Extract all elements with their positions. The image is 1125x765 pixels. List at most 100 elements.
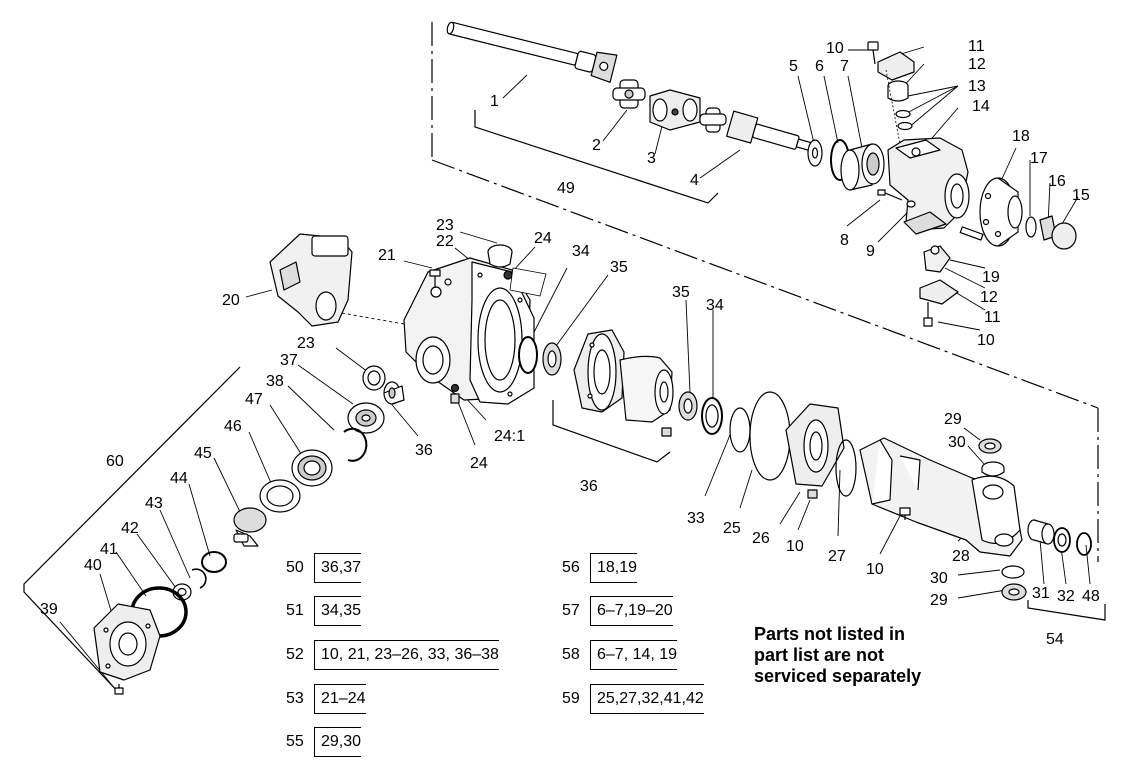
leader-lines: [59, 46, 1091, 691]
callout-label: 1: [490, 93, 499, 110]
part-axle-tube-28: [859, 437, 1023, 557]
part-cap-11-top: [877, 51, 915, 81]
part-bolt-21: [429, 269, 441, 288]
part-stub-shaft-4: [726, 110, 813, 152]
part-seal-44: [201, 551, 227, 573]
part-stud-19: [959, 226, 984, 241]
kit-row: 57 6–7,19–20: [562, 596, 673, 626]
part-bearing-cup-23-left: [362, 365, 386, 391]
part-cap-15: [1051, 222, 1077, 250]
callout-label: 20: [222, 292, 240, 309]
part-axle-shaft: [446, 21, 618, 83]
part-plug-24-top: [503, 270, 513, 280]
callout-label: 41: [100, 541, 118, 558]
callout-label: 8: [840, 232, 849, 249]
callout-label: 40: [84, 557, 102, 574]
part-drawings: [93, 21, 1092, 695]
kit-number: 53: [286, 690, 304, 707]
part-bearing-47: [291, 449, 333, 487]
kit-parts: 25,27,32,41,42: [590, 684, 704, 714]
callout-label: 16: [1048, 173, 1066, 190]
callout-label: 6: [815, 58, 824, 75]
callout-label: 34: [706, 297, 724, 314]
part-bolt-10-tube: [899, 507, 911, 520]
kit-number: 57: [562, 602, 580, 619]
part-o-ring-33: [729, 407, 751, 453]
part-snap-ring-38: [343, 427, 368, 462]
part-ring-13a: [895, 109, 911, 119]
part-u-joint-4a: [699, 107, 727, 133]
kit-row: 59 25,27,32,41,42: [562, 684, 704, 714]
part-ring-13b: [897, 121, 913, 131]
callout-label: 24: [534, 230, 552, 247]
callout-label: 17: [1030, 150, 1048, 167]
part-knuckle-20: [269, 233, 353, 327]
callout-label: 24: [470, 455, 488, 472]
callout-label: 13: [968, 78, 986, 95]
callout-label: 45: [194, 445, 212, 462]
bracket-60: [23, 366, 241, 695]
bracket-49: [474, 110, 719, 204]
callout-label: 22: [436, 233, 454, 250]
callout-label: 60: [106, 453, 124, 470]
part-adjuster-35-right: [678, 391, 698, 421]
kit-parts: 6–7,19–20: [590, 596, 673, 626]
part-u-joint-2: [612, 79, 646, 109]
part-bolt-39: [114, 684, 124, 695]
callout-label: 5: [789, 58, 798, 75]
part-bearing-29-top: [978, 438, 1002, 454]
kit-row: 55 29,30: [286, 727, 362, 757]
callout-label: 10: [866, 561, 884, 578]
callout-label: 9: [866, 243, 875, 260]
callout-label: 37: [280, 352, 298, 369]
part-bearing-36-left: [383, 381, 405, 405]
part-cup-30-bottom: [1001, 565, 1025, 579]
kit-row: 56 18,19: [562, 553, 638, 583]
callout-label: 47: [245, 391, 263, 408]
callout-label: 39: [40, 601, 58, 618]
part-washer-17: [1025, 216, 1037, 238]
callout-label: 14: [972, 98, 990, 115]
callout-label: 3: [647, 150, 656, 167]
part-diff-case: [619, 355, 674, 437]
kit-number: 52: [286, 646, 304, 663]
part-bolt-10-lower: [923, 302, 933, 327]
part-bushing-12-top: [887, 80, 909, 102]
part-gasket-25: [749, 391, 791, 481]
callout-label: 26: [752, 530, 770, 547]
part-bearing-7: [840, 143, 885, 191]
callout-label: 54: [1046, 631, 1064, 648]
kit-parts: 21–24: [314, 684, 366, 714]
callout-label: 43: [145, 495, 163, 512]
group-brackets: [23, 110, 1106, 695]
part-washer-9: [906, 200, 916, 208]
kit-number: 59: [562, 690, 580, 707]
callout-label: 33: [687, 510, 705, 527]
callout-label: 19: [982, 269, 1000, 286]
note-line: serviced separately: [754, 666, 922, 686]
callout-label: 30: [930, 570, 948, 587]
part-seal-32: [1053, 527, 1071, 553]
part-snap-ring-48: [1076, 532, 1092, 556]
part-bearing-cup-34-left: [518, 336, 538, 374]
kit-row: 50 36,37: [286, 553, 362, 583]
callout-label: 35: [610, 259, 628, 276]
kit-row: 52 10, 21, 23–26, 33, 36–38: [286, 640, 499, 670]
callout-label: 15: [1072, 187, 1090, 204]
callout-label: 23: [436, 217, 454, 234]
part-pinion-45: [233, 507, 267, 547]
part-plug-24-lower: [450, 393, 460, 404]
part-gasket-27: [835, 439, 857, 497]
callout-label: 27: [828, 548, 846, 565]
part-bearing-cup-23-top: [487, 244, 513, 268]
part-bolt-10-flange: [807, 489, 818, 499]
callout-label: 21: [378, 247, 396, 264]
kit-number: 55: [286, 733, 304, 750]
part-bushing-31: [1027, 519, 1055, 545]
callout-label: 42: [121, 520, 139, 537]
callout-label: 32: [1057, 588, 1075, 605]
callout-label: 7: [840, 58, 849, 75]
kit-parts: 34,35: [314, 596, 362, 626]
callout-label: 18: [1012, 128, 1030, 145]
